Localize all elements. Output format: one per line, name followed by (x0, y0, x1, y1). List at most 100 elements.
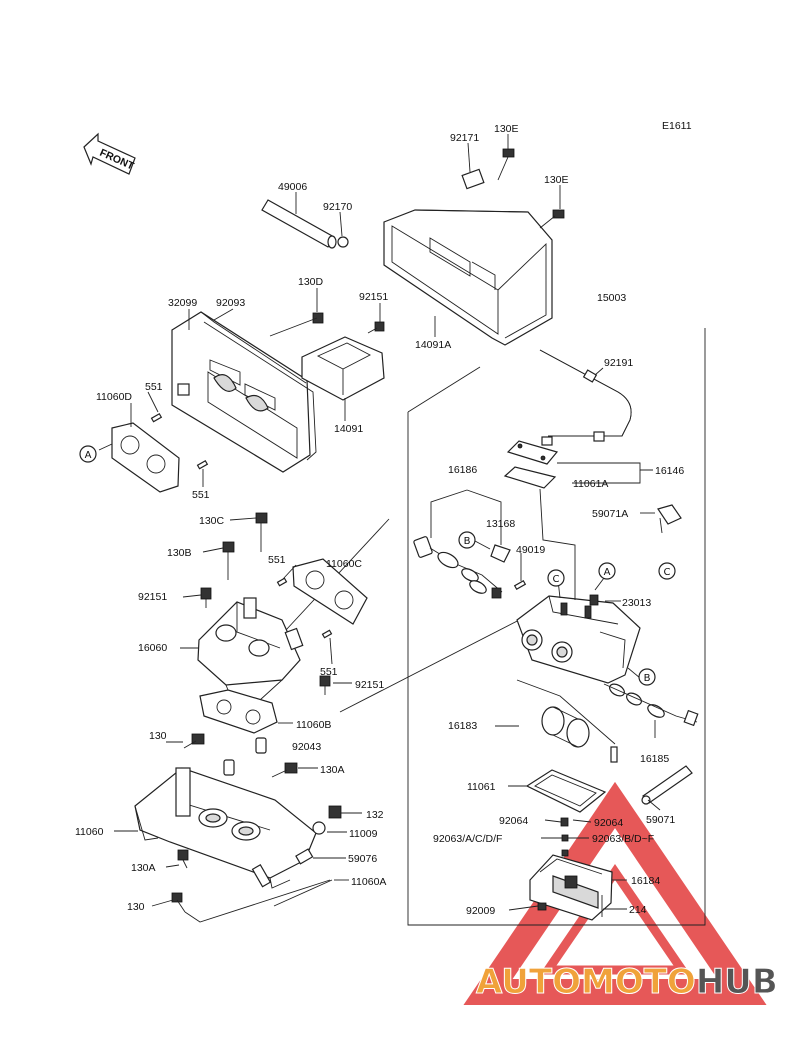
region-boundaries (285, 328, 706, 926)
label-92063-acdf: 92063/A/C/D/F (433, 833, 502, 845)
gasket-11061 (525, 769, 607, 813)
label-49006: 49006 (278, 181, 307, 193)
label-11061a: 11061A (573, 478, 608, 490)
label-32099: 32099 (168, 297, 197, 309)
label-16060: 16060 (138, 642, 167, 654)
ref-c-mid: C (547, 569, 565, 587)
plug-132 (328, 805, 342, 819)
label-92064-right: 92064 (594, 817, 623, 829)
watermark-text: AUTOMOTOHUB (476, 962, 779, 1003)
ref-b-lower: B (638, 668, 656, 686)
bolt-130a-2 (177, 849, 189, 869)
part-labels: 92171 130E 130E 49006 92170 130D 32099 9… (75, 123, 684, 917)
bolt-130b (222, 541, 235, 580)
svg-text:A: A (604, 567, 611, 578)
label-551-c: 551 (268, 554, 286, 566)
front-arrow-icon: FRONT (83, 132, 136, 175)
label-15003: 15003 (597, 292, 626, 304)
label-23013: 23013 (622, 597, 651, 609)
label-130a-1: 130A (320, 764, 345, 776)
label-16184: 16184 (631, 875, 660, 887)
fitting-59071a (657, 504, 682, 534)
label-130a-2: 130A (131, 862, 156, 874)
gasket-11060d (111, 422, 180, 493)
svg-text:B: B (644, 673, 651, 684)
label-130-low: 130 (127, 901, 145, 913)
bolt-130 (183, 733, 205, 749)
label-11060b: 11060B (296, 719, 331, 731)
label-11060: 11060 (75, 826, 104, 838)
svg-text:A: A (85, 450, 92, 461)
watermark-moto: MOTO (581, 962, 696, 1002)
watermark-auto: AUTO (476, 962, 581, 1002)
svg-text:C: C (553, 574, 560, 585)
label-130e-2: 130E (544, 174, 569, 186)
label-16183: 16183 (448, 720, 477, 732)
fitting-59076 (295, 848, 314, 865)
label-13168: 13168 (486, 518, 515, 530)
label-92009: 92009 (466, 905, 495, 917)
cover-16146 (506, 440, 559, 465)
label-14091a: 14091A (415, 339, 451, 351)
clamp-92170 (337, 236, 349, 248)
label-11061: 11061 (467, 781, 496, 793)
label-49019: 49019 (516, 544, 545, 556)
label-130c: 130C (199, 515, 225, 527)
svg-text:AUTOMOTOHUB: AUTOMOTOHUB (476, 962, 778, 1002)
label-16146: 16146 (655, 465, 684, 477)
gasket-11060a (273, 879, 333, 907)
label-92064-left: 92064 (499, 815, 528, 827)
label-16186: 16186 (448, 464, 477, 476)
bolt-130e-side (539, 209, 565, 229)
label-11060c: 11060C (326, 558, 362, 570)
ref-a-mid: A (598, 562, 616, 580)
gasket-11060c (292, 558, 368, 625)
label-59076: 59076 (348, 853, 377, 865)
label-11060a: 11060A (351, 876, 386, 888)
label-551-b: 551 (192, 489, 210, 501)
label-59071a: 59071A (592, 508, 628, 520)
bolt-130-low (171, 892, 186, 913)
float-16183 (516, 679, 618, 763)
diagram-code: E1611 (662, 120, 692, 132)
bolt-92151-mid (200, 587, 212, 608)
bolt-92151-low (319, 675, 331, 695)
bolt-130d (269, 312, 324, 337)
label-551-d: 551 (320, 666, 338, 678)
bolt-130a-1 (271, 762, 298, 778)
dowel-551-a (150, 412, 163, 423)
solenoid-16186 (413, 536, 503, 599)
head-cover-32099 (171, 311, 311, 473)
bolt-130e-top (497, 148, 515, 181)
label-92151-top: 92151 (359, 291, 388, 303)
lever-16185 (603, 683, 699, 727)
label-92151-mid: 92151 (138, 591, 167, 603)
label-92171: 92171 (450, 132, 479, 144)
gasket-11060b (199, 689, 278, 734)
label-92043: 92043 (292, 741, 321, 753)
ref-a-left: A (79, 445, 97, 463)
label-92093: 92093 (216, 297, 245, 309)
leader-lines (98, 134, 661, 923)
manifold-16060 (197, 597, 304, 701)
label-130: 130 (149, 730, 167, 742)
label-214: 214 (629, 904, 647, 916)
label-16185: 16185 (640, 753, 669, 765)
label-551-a: 551 (145, 381, 163, 393)
hose-92191 (539, 349, 632, 446)
label-92170: 92170 (323, 201, 352, 213)
watermark-hub: HUB (696, 962, 778, 1002)
spacer-92043 (223, 737, 267, 776)
label-11009: 11009 (349, 828, 378, 840)
fitting-59071 (641, 765, 693, 805)
label-132: 132 (366, 809, 384, 821)
gasket-92093 (203, 321, 317, 461)
jet-92063 (561, 834, 569, 857)
screw-92009 (537, 902, 547, 911)
dowel-551-d (321, 629, 333, 639)
ref-b-upper: B (458, 531, 476, 549)
hose-49006 (261, 199, 337, 249)
label-130b: 130B (167, 547, 192, 559)
label-14091: 14091 (334, 423, 363, 435)
